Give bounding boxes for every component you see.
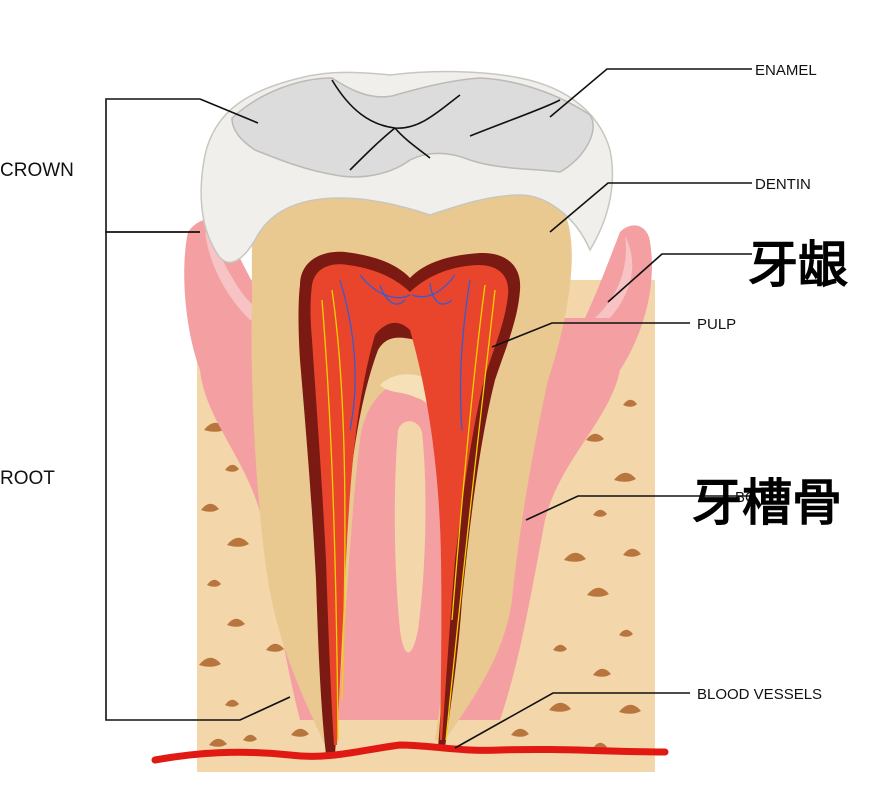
bone-spot: [209, 738, 227, 747]
crown-bracket-pointer: [199, 98, 259, 124]
crown-bracket: [105, 98, 200, 233]
bone-spot: [623, 399, 637, 407]
nerve-line: [451, 284, 486, 621]
label-alveolar-bone-cn: 牙槽骨: [692, 474, 842, 532]
bone-spot: [225, 464, 239, 472]
bone-spot: [207, 579, 221, 587]
bone-spot: [587, 587, 609, 597]
nerve-fibers: [321, 274, 496, 741]
bone-spot: [266, 643, 284, 652]
label-dentin: DENTIN: [755, 176, 811, 193]
blood-vessel: [151, 741, 669, 764]
gum-highlight-right: [595, 236, 633, 318]
bone-spot: [511, 728, 529, 737]
root-bracket: [105, 231, 291, 721]
bone-spot: [199, 657, 221, 667]
bone-spot: [201, 503, 219, 512]
enamel-fissure-2: [394, 127, 431, 159]
vein-line: [459, 279, 471, 431]
bone-spot: [227, 537, 249, 547]
label-bone-partial: BO: [735, 489, 757, 506]
vein-line: [379, 284, 406, 305]
bone-spot: [586, 433, 604, 442]
gum-leader: [607, 253, 752, 303]
enamel-inner-leader: [469, 99, 561, 137]
bone-spot: [553, 644, 567, 652]
bone-spot: [614, 472, 636, 482]
bone-spot: [593, 668, 611, 677]
vein-line: [339, 279, 356, 431]
label-enamel: ENAMEL: [755, 62, 817, 79]
label-blood-vessels: BLOOD VESSELS: [697, 686, 822, 703]
bone-spot: [619, 629, 633, 637]
pulp-leader: [491, 322, 690, 348]
enamel-leader: [549, 68, 752, 118]
nerve-line: [321, 299, 339, 741]
vein-line: [359, 274, 411, 299]
leader-lines: [105, 68, 752, 749]
bone-spot: [619, 704, 641, 714]
enamel-fissure-3: [349, 127, 396, 171]
bone-spot: [623, 548, 641, 557]
inter-root-bone: [394, 421, 426, 653]
bone-spot: [549, 702, 571, 712]
bone-spot: [225, 699, 239, 707]
bone-spot: [564, 552, 586, 562]
nerve-line: [331, 289, 346, 701]
pulp-red: [310, 264, 509, 745]
bone-spot: [227, 618, 245, 627]
nerve-line: [445, 289, 496, 741]
label-gum-cn: 牙龈: [748, 236, 849, 294]
bone-spot: [593, 509, 607, 517]
labels: CROWN ROOT ENAMEL DENTIN PULP BLOOD VESS…: [0, 62, 849, 703]
bone-spot: [291, 728, 309, 737]
dentin-leader: [549, 182, 752, 233]
blood-vessels-leader: [454, 692, 690, 749]
pulp: [298, 251, 521, 755]
label-pulp: PULP: [697, 316, 736, 333]
bone-spot: [243, 734, 257, 742]
bone-leader: [525, 495, 752, 521]
label-root: ROOT: [0, 468, 55, 489]
enamel: [200, 70, 614, 264]
label-crown: CROWN: [0, 160, 74, 181]
enamel-occlusal: [231, 77, 594, 178]
vein-line: [429, 282, 453, 305]
